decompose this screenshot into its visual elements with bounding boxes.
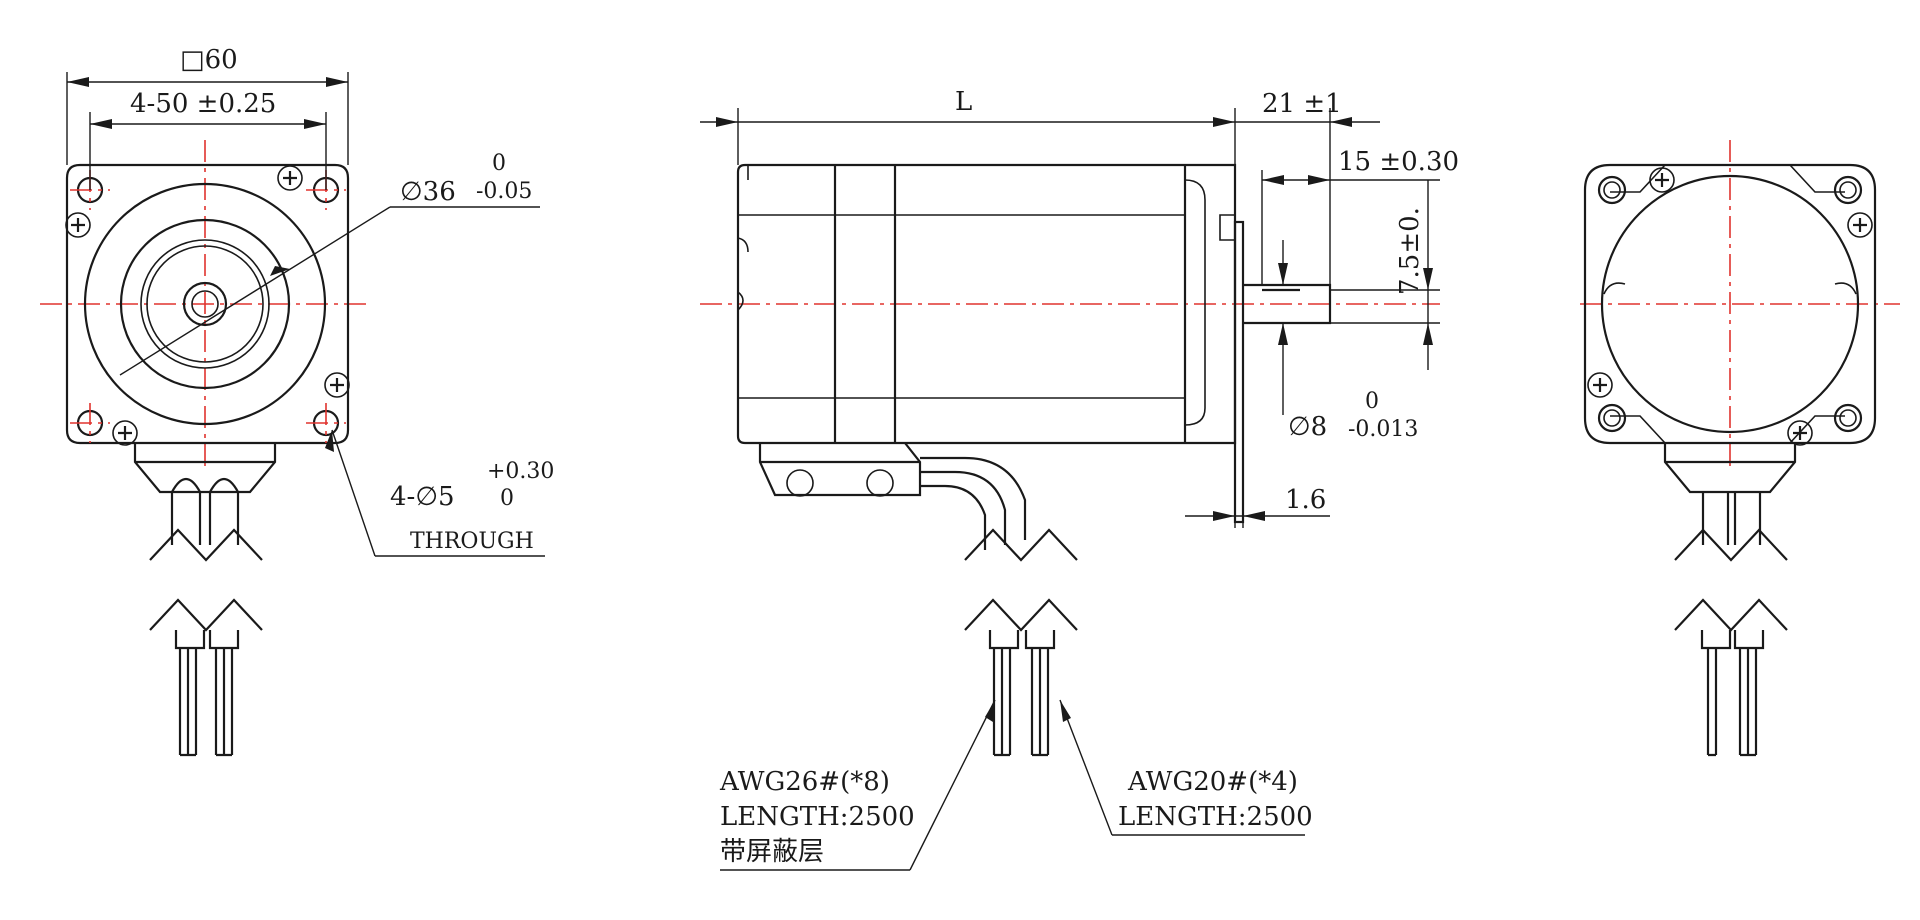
rear-hole [1597,403,1627,433]
front-boss-outer [119,218,291,390]
screw-icon [111,419,139,447]
front-wire-jackets [174,630,240,650]
screw-icon [64,211,92,239]
shaft-tol-lower: -0.013 [1348,417,1418,442]
front-view: □60 4-50 ±0.25 ∅36 0 -0.05 4-∅5 +0.30 0 … [40,45,554,757]
hole-tol-lower: 0 [500,486,514,511]
rear-hole [1833,403,1863,433]
pilot-tol-upper: 0 [492,151,506,176]
side-wire-jackets [988,630,1056,650]
square-size-label: □60 [180,45,238,75]
flange-thickness-label: 1.6 [1285,485,1326,515]
power-wire-gauge: AWG20#(*4) [1127,767,1298,797]
side-flange-plate [1233,220,1245,524]
screw-icon [1846,211,1874,239]
flat-length-label: 15 ±0.30 [1338,147,1459,177]
rear-break-lower [1674,598,1788,632]
screw-icon [276,164,304,192]
side-view: L 21 ±1 15 ±0.30 7.5±0. ∅8 0 -0.013 1 [700,87,1459,871]
screw-icon [1648,166,1676,194]
rear-wire-jackets [1700,630,1765,650]
pilot-tol-lower: -0.05 [476,179,532,204]
front-bore [146,245,264,363]
front-cable [170,477,240,545]
rear-end-cap [1600,174,1860,434]
rear-wire-leads [1706,648,1758,757]
side-cables [920,456,1027,550]
hole-tol-upper: +0.30 [487,459,554,484]
shaft-dia-label: ∅8 [1288,412,1327,442]
hole-pitch-label: 4-50 ±0.25 [130,89,276,119]
length-label: L [955,87,972,117]
side-connector [758,442,922,497]
front-shaft-inner [191,290,219,318]
rear-cable-gland [1663,443,1797,494]
screw-icon [1586,371,1614,399]
pilot-dia-label: ∅36 [400,177,456,207]
connector-pin [866,469,894,497]
rear-view [1580,140,1900,757]
through-note: THROUGH [410,529,534,554]
front-wire-leads [178,648,234,757]
side-body [736,163,1237,445]
power-wire-length: LENGTH:2500 [1118,802,1313,832]
front-cable-gland [133,443,277,494]
rear-hole [1833,175,1863,205]
screw-icon [323,371,351,399]
signal-wire-length: LENGTH:2500 [720,802,915,832]
front-outer-circle [83,182,327,426]
side-shaft [1243,283,1332,325]
shaft-tol-upper: 0 [1365,389,1379,414]
side-break-lower [964,598,1078,632]
rear-hole [1597,175,1627,205]
rear-chamfer [1610,164,1845,444]
shaft-length-label: 21 ±1 [1262,89,1342,119]
front-break-lower [149,598,263,632]
rear-cable [1701,492,1762,545]
front-break-upper [149,528,263,562]
front-shaft-outer [182,281,228,327]
rear-break-upper [1674,528,1788,562]
screw-icon [1786,419,1814,447]
front-flange [65,163,350,445]
connector-pin [786,469,814,497]
rear-body [1583,163,1877,445]
hole-dia-label: 4-∅5 [390,482,455,512]
side-wire-leads [992,648,1050,757]
signal-wire-note: 带屏蔽层 [720,837,824,867]
signal-wire-gauge: AWG26#(*8) [719,767,890,797]
side-break-upper [964,528,1078,562]
flat-depth-label: 7.5±0. [1395,207,1425,295]
front-boss-inner [140,239,270,369]
